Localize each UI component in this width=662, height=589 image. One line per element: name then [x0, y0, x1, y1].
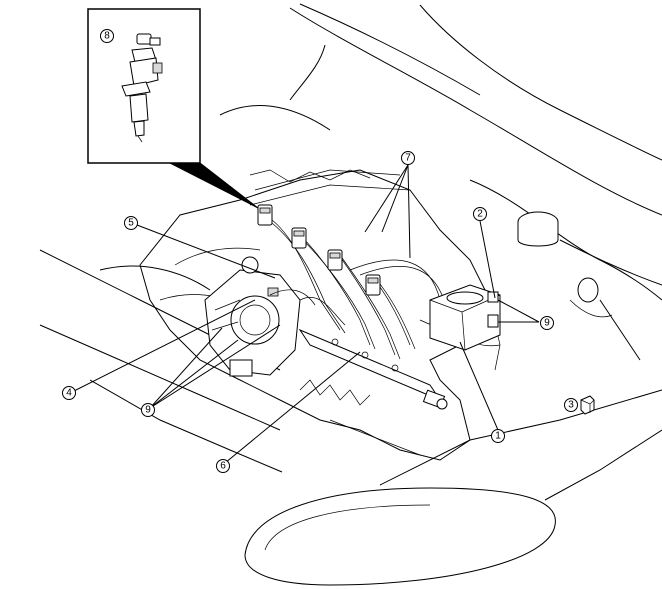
injector-inset: [87, 8, 259, 209]
engine-block: [139, 169, 491, 461]
svg-text:7: 7: [405, 153, 411, 164]
callout-4: 4: [62, 386, 76, 400]
svg-text:5: 5: [128, 218, 134, 229]
callout-5: 5: [124, 216, 138, 230]
vehicle-body-outline: [39, 3, 662, 501]
common-rail: [298, 328, 448, 410]
leader-lines: [69, 164, 540, 464]
svg-text:1: 1: [495, 431, 501, 442]
air-intake-opening: [244, 487, 556, 586]
svg-text:4: 4: [66, 388, 72, 399]
callout-8: 8: [100, 29, 114, 43]
callout-2: 2: [473, 207, 487, 221]
callout-9-right: 9: [540, 316, 554, 330]
callout-3: 3: [564, 398, 578, 412]
fuel-filter: [429, 284, 501, 351]
connector-icon: [580, 395, 595, 415]
callout-7: 7: [401, 151, 415, 165]
svg-text:9: 9: [544, 318, 550, 329]
reservoir-components: [517, 211, 613, 318]
svg-text:2: 2: [477, 209, 483, 220]
supply-pump: [204, 256, 301, 377]
svg-text:3: 3: [568, 400, 574, 411]
svg-text:9: 9: [145, 405, 151, 416]
svg-text:8: 8: [104, 31, 110, 42]
callout-6: 6: [216, 459, 230, 473]
callout-9-left: 9: [141, 403, 155, 417]
injectors-on-engine: [257, 204, 381, 296]
svg-text:6: 6: [220, 461, 226, 472]
fuel-injector-icon: [121, 33, 163, 143]
callout-1: 1: [491, 429, 505, 443]
